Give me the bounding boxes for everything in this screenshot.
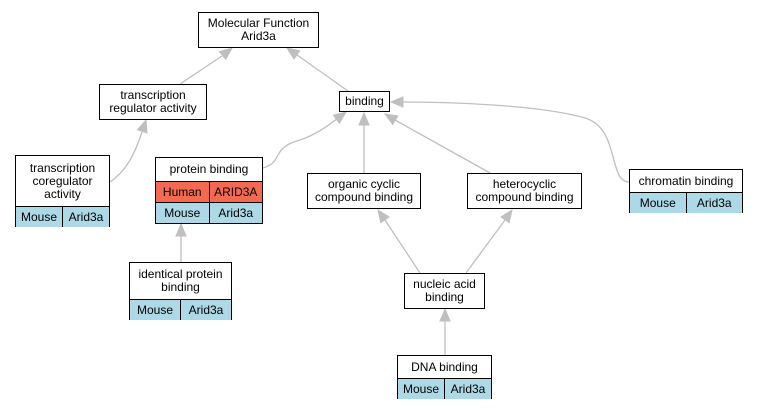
species-cell: Human [162, 185, 202, 199]
node-transcription-regulator-activity[interactable]: transcription regulator activity [99, 84, 207, 120]
annotation-row-mouse: Mouse Arid3a [398, 378, 491, 399]
species-cell: Mouse [136, 303, 174, 317]
edge-trans_reg-to-root [179, 55, 223, 85]
arrowhead-icon [500, 208, 513, 224]
node-label-line: protein binding [169, 162, 249, 176]
node-heterocyclic-compound-binding[interactable]: heterocyclic compound binding [467, 173, 582, 209]
gene-cell: Arid3a [180, 300, 231, 320]
node-identical-protein-binding[interactable]: identical protein binding Mouse Arid3a [129, 262, 232, 320]
edge-trans_coreg-to-trans_reg [109, 131, 143, 183]
annotation-row-mouse: Mouse Arid3a [156, 202, 262, 223]
species-cell: Mouse [164, 206, 201, 220]
species-cell: Mouse [20, 210, 58, 224]
node-organic-cyclic-compound-binding[interactable]: organic cyclic compound binding [307, 173, 421, 209]
gene-cell: Arid3a [62, 207, 109, 227]
edge-nucleic_acid-to-organic_cyclic [384, 219, 421, 274]
node-label-line: binding [345, 94, 384, 108]
arrowhead-icon [377, 208, 390, 224]
edge-nucleic_acid-to-heterocyclic [465, 219, 506, 274]
node-label-line: identical protein [138, 267, 223, 281]
node-label-line: compound binding [475, 190, 574, 204]
node-label-line: organic cyclic [327, 177, 401, 191]
node-chromatin-binding[interactable]: chromatin binding Mouse Arid3a [629, 169, 743, 213]
node-label-line: transcription [120, 88, 186, 102]
arrowhead-icon [218, 47, 234, 61]
node-label-line: binding [161, 280, 200, 294]
edge-protein_binding-to-binding [262, 117, 339, 169]
annotation-row-mouse: Mouse Arid3a [130, 299, 231, 320]
node-label-line: DNA binding [411, 359, 478, 374]
arrowhead-icon [285, 47, 301, 60]
gene-cell: ARID3A [208, 182, 263, 202]
node-binding[interactable]: binding [339, 91, 390, 112]
node-label-line: transcription [29, 160, 96, 175]
arrowhead-icon [358, 111, 370, 126]
edge-heterocyclic-to-binding [394, 119, 491, 174]
gene-cell: Arid3a [208, 203, 263, 223]
node-label-line: Molecular Function [207, 16, 310, 30]
arrowhead-icon [175, 222, 187, 237]
node-label-line: Arid3a [241, 29, 276, 43]
node-label-line: binding [425, 290, 464, 304]
annotation-row-mouse: Mouse Arid3a [630, 192, 742, 213]
arrowhead-icon [439, 307, 451, 322]
node-label-line: heterocyclic [492, 177, 557, 191]
arrowhead-icon [383, 113, 399, 126]
arrowhead-icon [389, 96, 404, 108]
arrowhead-icon [332, 111, 348, 125]
arrowhead-icon [136, 118, 148, 134]
species-cell: Mouse [639, 196, 676, 210]
node-nucleic-acid-binding[interactable]: nucleic acid binding [404, 273, 485, 309]
edge-chromatin-to-binding [402, 101, 630, 183]
gene-cell: Arid3a [444, 379, 491, 399]
node-label-line: coregulator [32, 173, 93, 188]
node-label-line: compound binding [314, 190, 414, 204]
node-label-line: regulator activity [109, 101, 197, 115]
edge-binding-to-root [296, 54, 349, 92]
node-molecular-function[interactable]: Molecular Function Arid3a [198, 12, 319, 48]
annotation-row-human: Human ARID3A [156, 181, 262, 202]
node-dna-binding[interactable]: DNA binding Mouse Arid3a [397, 355, 492, 399]
node-label-line: nucleic acid [413, 277, 476, 291]
node-transcription-coregulator-activity[interactable]: transcription coregulator activity Mouse… [15, 155, 110, 227]
gene-cell: Arid3a [685, 193, 743, 213]
node-protein-binding[interactable]: protein binding Human ARID3A Mouse Arid3… [155, 157, 263, 224]
node-label-line: chromatin binding [638, 173, 734, 188]
node-label-line: activity [44, 186, 81, 201]
species-cell: Mouse [402, 382, 440, 396]
annotation-row-mouse: Mouse Arid3a [16, 206, 109, 227]
